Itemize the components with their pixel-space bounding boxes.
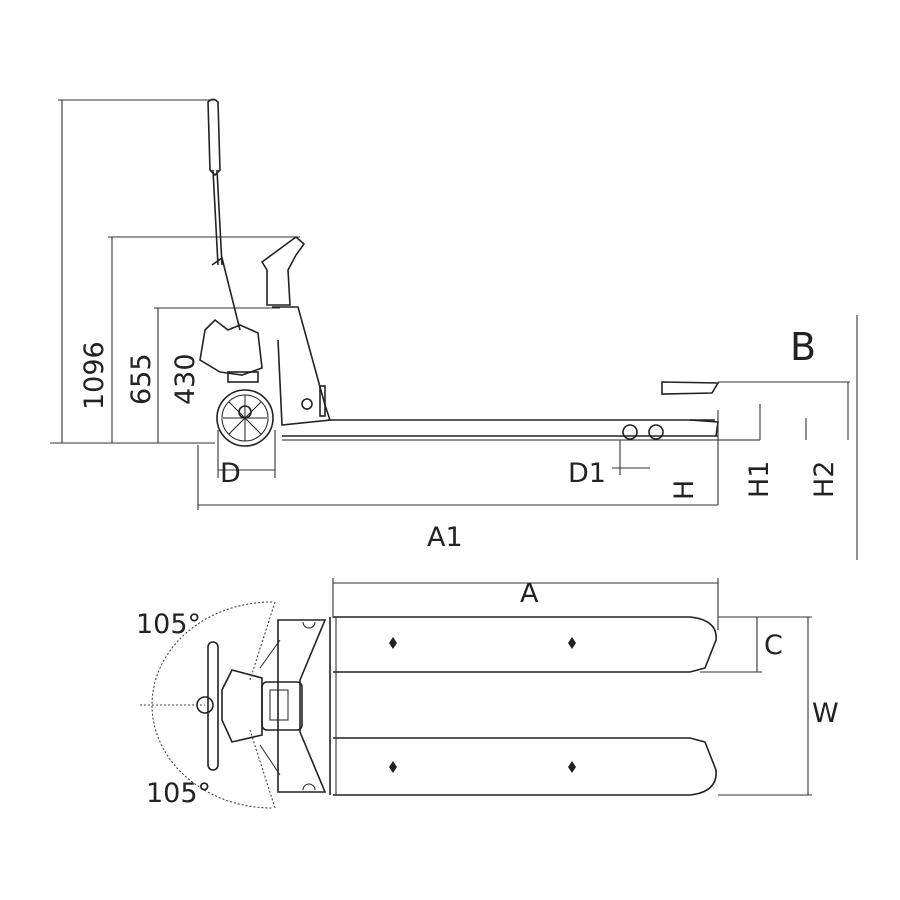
label-d1: D1 [568,458,606,489]
dim-655: 655 [126,353,157,405]
dim-430: 430 [170,353,201,405]
steer-wheel [216,389,274,447]
overall-length-dim [197,445,718,510]
label-a: A [520,578,539,609]
forks [329,616,717,796]
steer-angle-bottom: 105° [146,778,211,809]
top-view: A C W [136,578,839,809]
fork-raised [661,381,850,395]
label-c: C [764,630,783,661]
chassis-top [196,619,327,793]
tiller-top [207,641,219,771]
fork-length-dim [332,578,719,630]
width-dims [700,616,812,796]
label-a1: A1 [427,522,463,553]
height-dimension-lines [50,99,300,444]
fork-rivets [389,637,576,773]
steer-angle-top: 105° [136,609,201,640]
tiller-handle [207,98,241,331]
steer-arc [140,601,276,809]
wheel-dims [217,430,650,478]
label-h: H [669,480,700,500]
label-w: W [812,698,839,729]
label-d: D [220,458,241,489]
pump-column [199,235,332,426]
side-view: 1096 655 430 [50,98,858,560]
dim-1096: 1096 [79,341,110,410]
right-height-dims [717,315,858,560]
fork-lowered [282,419,760,441]
label-b: B [790,325,816,369]
label-h2: H2 [809,461,840,498]
label-h1: H1 [744,461,775,498]
